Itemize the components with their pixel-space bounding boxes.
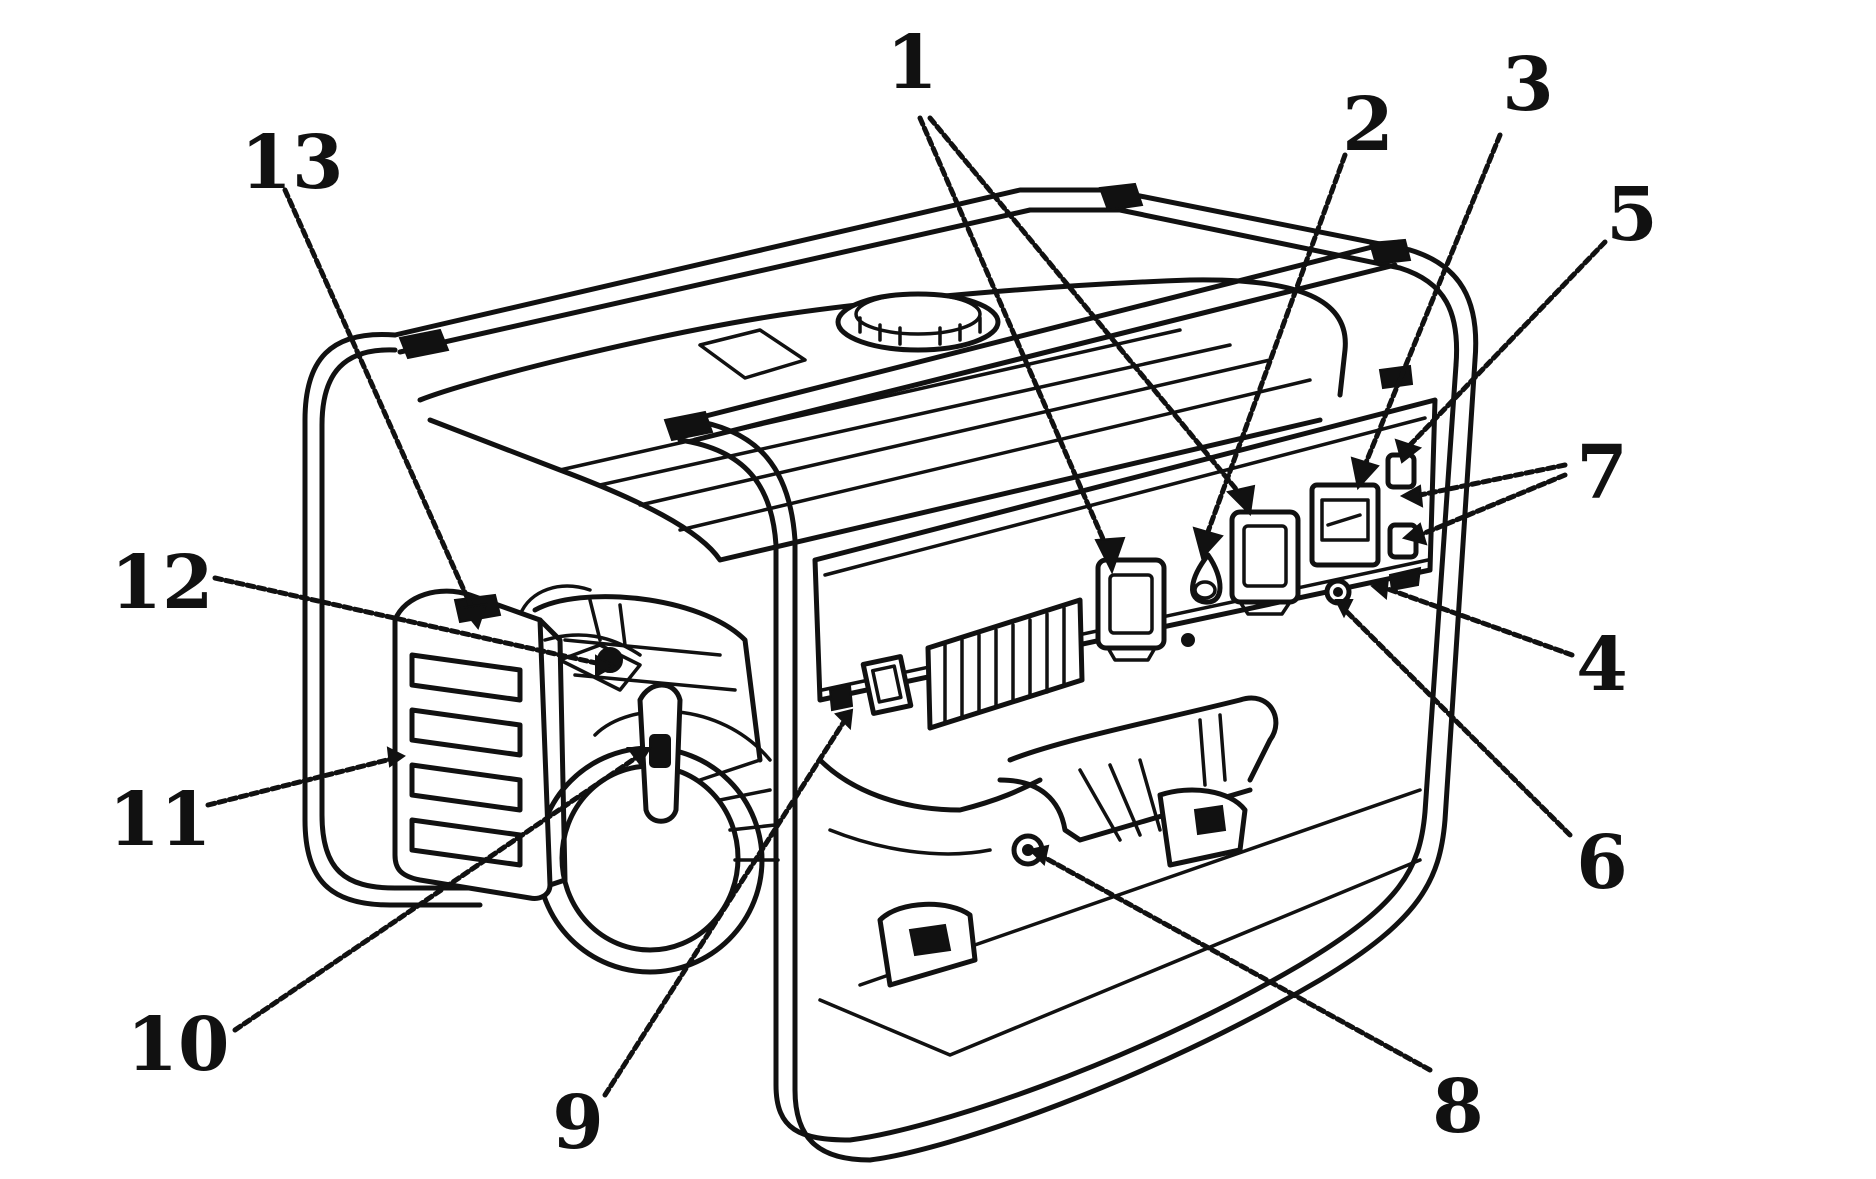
alternator bbox=[817, 684, 1279, 988]
callout-labels: 1 2 3 4 5 6 7 8 9 10 11 12 13 bbox=[109, 20, 1658, 1166]
callout-10: 10 bbox=[127, 1002, 230, 1088]
callout-3: 3 bbox=[1502, 42, 1554, 128]
callout-9: 9 bbox=[552, 1080, 604, 1166]
callout-11: 11 bbox=[109, 777, 212, 863]
leader-lines bbox=[205, 115, 1608, 1098]
callout-13: 13 bbox=[241, 120, 344, 206]
callout-1: 1 bbox=[886, 20, 938, 106]
control-panel bbox=[812, 397, 1438, 731]
callout-2: 2 bbox=[1342, 82, 1394, 168]
callout-7: 7 bbox=[1576, 430, 1628, 516]
callout-6: 6 bbox=[1576, 820, 1628, 906]
air-filter bbox=[392, 588, 568, 901]
fuel-tank bbox=[417, 277, 1348, 563]
engine bbox=[518, 584, 780, 975]
callout-5: 5 bbox=[1606, 172, 1658, 258]
callout-8: 8 bbox=[1432, 1064, 1484, 1150]
callout-12: 12 bbox=[111, 540, 214, 626]
callout-4: 4 bbox=[1576, 622, 1628, 708]
